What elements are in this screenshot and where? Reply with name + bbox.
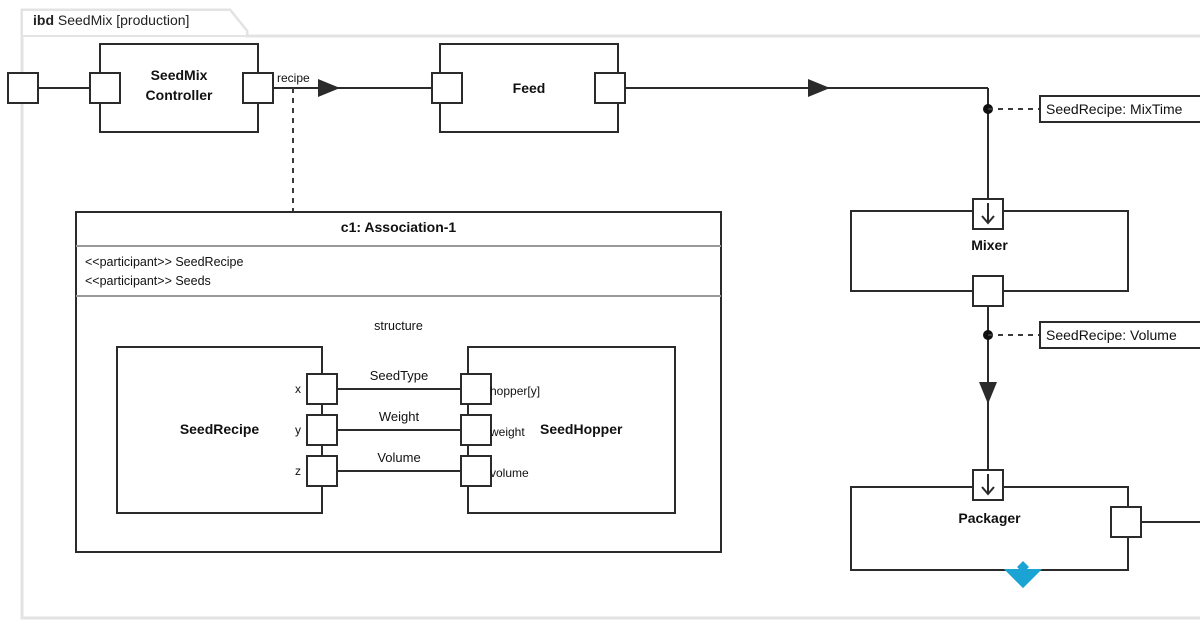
port-label-seedrecipe-y: y — [295, 423, 301, 437]
value-callout-mixtime-label: SeedRecipe: MixTime — [1046, 101, 1183, 117]
connector-label-volume: Volume — [377, 450, 421, 465]
block-title-seedrecipe: SeedRecipe — [179, 421, 260, 437]
connector-recipe — [273, 79, 432, 97]
port-feed-left[interactable] — [431, 72, 463, 104]
value-callout-mixtime-box[interactable] — [1039, 95, 1200, 123]
port-feed-right[interactable] — [594, 72, 626, 104]
port-seedhopper-hopper[interactable] — [460, 373, 492, 405]
association-participant-1: <<participant>> Seeds — [85, 274, 211, 288]
controller-title-line2: Controller — [145, 87, 213, 103]
block-title-feed: Feed — [512, 80, 546, 96]
port-label-seedrecipe-z: z — [295, 464, 301, 478]
port-controller-right[interactable] — [242, 72, 274, 104]
diagram-frame-tag: ibd SeedMix [production] — [33, 13, 189, 27]
port-seedhopper-volume[interactable] — [460, 455, 492, 487]
value-callout-volume-label: SeedRecipe: Volume — [1046, 327, 1177, 343]
value-callout-volume-box[interactable] — [1039, 321, 1200, 349]
block-title-packager: Packager — [958, 510, 1021, 526]
connector-label-weight: Weight — [378, 409, 420, 424]
double-chevron-down-icon[interactable] — [1004, 561, 1042, 588]
block-title-mixer: Mixer — [971, 237, 1008, 253]
association-header: c1: Association-1 — [340, 219, 457, 235]
port-label-seedrecipe-x: x — [295, 382, 301, 396]
diagram-name-label: SeedMix [production] — [57, 12, 190, 28]
port-controller-left[interactable] — [89, 72, 121, 104]
port-label-recipe: recipe — [277, 71, 310, 85]
association-participant-0: <<participant>> SeedRecipe — [85, 255, 244, 269]
block-title-seedmix-controller: SeedMix Controller — [100, 68, 258, 102]
port-mixer-in[interactable] — [972, 198, 1004, 230]
block-title-seedhopper: SeedHopper — [540, 421, 623, 437]
port-seedrecipe-y[interactable] — [306, 414, 338, 446]
block-seedmix-controller[interactable] — [99, 43, 259, 133]
block-seedhopper[interactable] — [467, 346, 676, 514]
block-feed[interactable] — [439, 43, 619, 133]
diagram-kind-label: ibd — [33, 12, 54, 28]
port-label-seedhopper-weight: weight — [490, 425, 525, 439]
port-seedrecipe-z[interactable] — [306, 455, 338, 487]
controller-title-line1: SeedMix — [150, 67, 208, 83]
diagram-frame — [20, 8, 1200, 620]
port-packager-right[interactable] — [1110, 506, 1200, 538]
port-mixer-out[interactable] — [972, 275, 1004, 307]
connector-mixer-to-packager — [979, 306, 1040, 470]
port-label-seedhopper-hopper: hopper[y] — [490, 384, 541, 398]
connector-label-seedtype: SeedType — [369, 368, 429, 383]
block-seedrecipe[interactable] — [116, 346, 323, 514]
port-seedrecipe-x[interactable] — [306, 373, 338, 405]
connector-feed-to-mixer — [625, 79, 1040, 199]
port-packager-in[interactable] — [972, 469, 1004, 501]
port-seedhopper-weight[interactable] — [460, 414, 492, 446]
association-structure-label: structure — [374, 319, 423, 333]
port-controller-external-left[interactable] — [7, 72, 39, 104]
port-label-seedhopper-volume: volume — [490, 466, 529, 480]
